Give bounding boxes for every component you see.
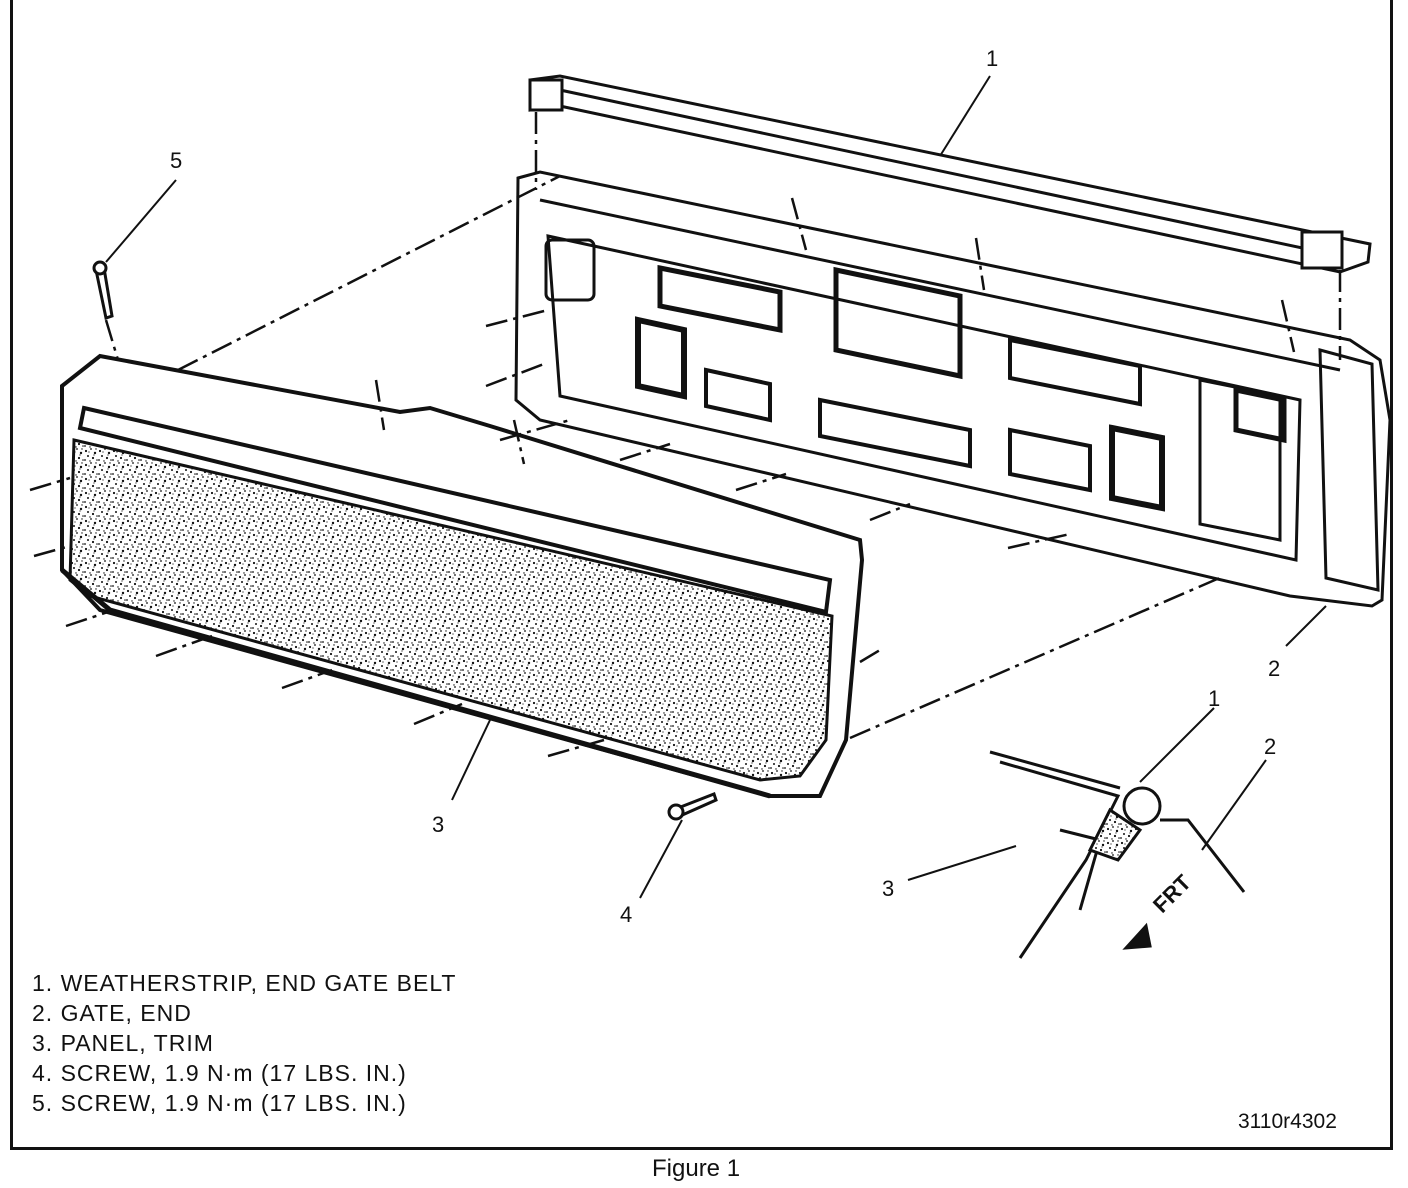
legend-item: 5. SCREW, 1.9 N·m (17 LBS. IN.): [32, 1090, 407, 1116]
leader-lines: [105, 75, 1327, 899]
callout-4-screw: 4: [620, 902, 633, 927]
diagram-frame: [10, 0, 1393, 1150]
trim-panel: [60, 353, 865, 799]
weatherstrip: [528, 74, 1372, 274]
legend-item: 3. PANEL, TRIM: [32, 1030, 214, 1056]
callout-1-inset: 1: [1208, 686, 1221, 711]
screw-4: [667, 792, 718, 821]
callout-5-screw: 5: [170, 148, 183, 173]
callout-3-inset: 3: [882, 876, 895, 901]
parts-legend: 1. WEATHERSTRIP, END GATE BELT 2. GATE, …: [32, 968, 456, 1118]
legend-item: 2. GATE, END: [32, 1000, 192, 1026]
callout-3-trim-panel: 3: [432, 812, 445, 837]
callout-2-gate: 2: [1268, 656, 1281, 681]
inset-detail: [989, 750, 1246, 959]
callout-2-inset: 2: [1264, 734, 1277, 759]
callout-1-weatherstrip: 1: [986, 46, 999, 71]
screw-5: [92, 260, 114, 320]
figure-code: 3110r4302: [1238, 1110, 1337, 1133]
end-gate: [514, 170, 1392, 608]
legend-item: 4. SCREW, 1.9 N·m (17 LBS. IN.): [32, 1060, 407, 1086]
legend-item: 1. WEATHERSTRIP, END GATE BELT: [32, 970, 457, 996]
figure-caption: Figure 1: [652, 1155, 741, 1182]
assembly-lines: [29, 112, 1342, 758]
